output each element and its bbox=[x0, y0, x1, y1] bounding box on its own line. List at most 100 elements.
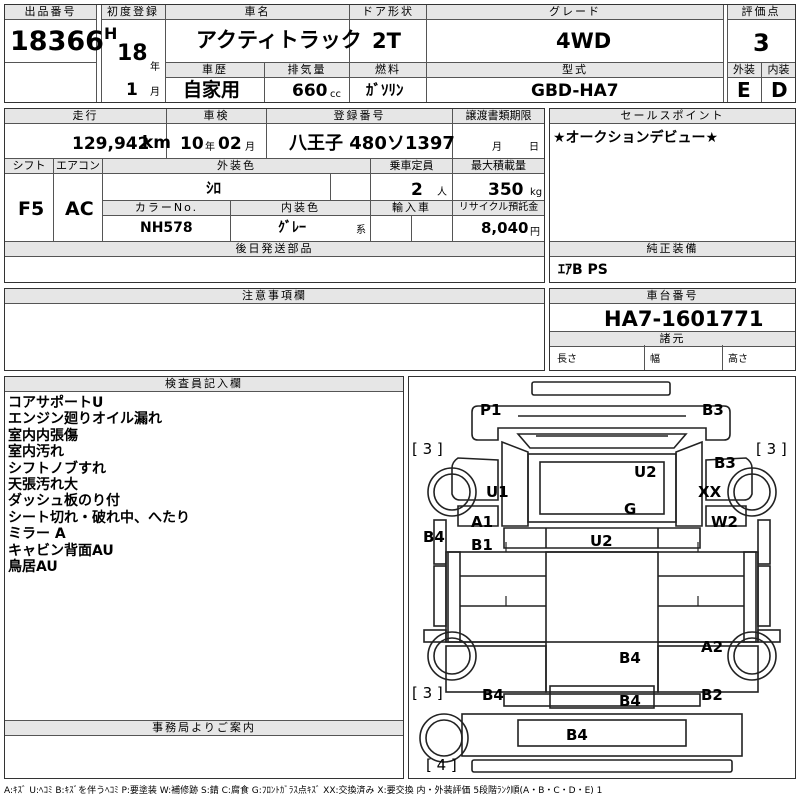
mark-b4-bottom: B4 bbox=[619, 692, 641, 710]
caution-label: 注意事項欄 bbox=[5, 289, 544, 304]
insp-month: 02 bbox=[218, 134, 242, 154]
wheel-front-left bbox=[427, 467, 477, 517]
mark-b3-top: B3 bbox=[702, 401, 724, 419]
mark-a2: A2 bbox=[701, 638, 724, 656]
capacity-label: 乗車定員 bbox=[371, 159, 452, 174]
recycle-unit: 円 bbox=[530, 227, 540, 238]
mark-b4-lower: B4 bbox=[482, 686, 504, 704]
grade-value: 4WD bbox=[556, 29, 612, 53]
chassis-label: 車台番号 bbox=[550, 289, 795, 304]
ext-value: E bbox=[737, 78, 751, 102]
transfer-day-unit: 日 bbox=[529, 142, 539, 153]
insp-year: 10 bbox=[180, 134, 204, 154]
spec-label: 諸元 bbox=[550, 331, 795, 347]
note-line: 鳥居AU bbox=[8, 559, 58, 576]
note-line: 天張汚れ大 bbox=[8, 477, 78, 494]
load-unit: kg bbox=[530, 187, 543, 198]
mark-bracket-bottom: [ 4 ] bbox=[426, 756, 457, 774]
capacity-value: 2 bbox=[411, 180, 423, 200]
color-no-value: NH578 bbox=[140, 220, 193, 236]
sales-label: セールスポイント bbox=[550, 109, 795, 124]
lot-number: 18366 bbox=[10, 26, 104, 57]
ac-value: AC bbox=[65, 198, 94, 220]
shift-value: F5 bbox=[18, 198, 45, 220]
mark-u2-mid: U2 bbox=[590, 532, 613, 550]
fuel-value: ｶﾞｿﾘﾝ bbox=[366, 81, 404, 99]
mark-a1: A1 bbox=[471, 513, 494, 531]
color-no-label: カラーNo. bbox=[103, 201, 230, 216]
capacity-unit: 人 bbox=[437, 187, 447, 198]
note-line: ダッシュ板のり付 bbox=[8, 493, 120, 510]
truck-diagram bbox=[419, 381, 781, 773]
door-label: ドア形状 bbox=[350, 5, 426, 20]
model-value: GBD-HA7 bbox=[531, 81, 619, 101]
spare-tire bbox=[419, 713, 469, 763]
plate-value: 八王子 480ソ1397 bbox=[289, 133, 455, 154]
inspector-label: 検査員記入欄 bbox=[5, 377, 403, 392]
reg-label: 初度登録 bbox=[101, 5, 165, 20]
mark-b3-right: B3 bbox=[714, 454, 736, 472]
int-value: D bbox=[771, 78, 788, 102]
load-value: 350 bbox=[488, 180, 524, 200]
mileage-unit: km bbox=[142, 133, 172, 153]
inspection-label: 車検 bbox=[167, 109, 266, 124]
model-label: 型式 bbox=[427, 63, 723, 78]
reg-month: 1 bbox=[126, 80, 138, 100]
note-line: ミラー A bbox=[8, 526, 66, 543]
mark-b4-center: B4 bbox=[619, 649, 641, 667]
header-panel bbox=[4, 4, 796, 103]
mark-u1: U1 bbox=[486, 483, 509, 501]
damage-diagram-panel bbox=[408, 376, 796, 779]
load-label: 最大積載量 bbox=[453, 159, 544, 174]
width-label: 幅 bbox=[650, 354, 660, 365]
ac-label: エアコン bbox=[54, 159, 102, 174]
mark-bracket-right: [ 3 ] bbox=[756, 440, 787, 458]
equip-value: ｴｱB PS bbox=[558, 262, 608, 278]
parts-label: 後日発送部品 bbox=[5, 242, 544, 257]
cc-unit: cc bbox=[330, 89, 341, 100]
note-line: キャビン背面AU bbox=[8, 542, 114, 559]
mark-bracket-bottom-left: [ 3 ] bbox=[412, 684, 443, 702]
cc-value: 660 bbox=[292, 81, 328, 101]
note-line: コアサポートU bbox=[8, 395, 104, 411]
car-name: アクティトラック bbox=[196, 28, 362, 52]
color-value: ｼﾛ bbox=[206, 179, 222, 197]
interior-value: ｸﾞﾚｰ bbox=[278, 220, 306, 236]
mark-bracket-left: [ 3 ] bbox=[412, 440, 443, 458]
chassis-number: HA7-1601771 bbox=[604, 307, 764, 331]
mark-b4-rear: B4 bbox=[566, 726, 588, 744]
mark-b2: B2 bbox=[701, 686, 723, 704]
height-label: 高さ bbox=[728, 354, 748, 365]
cc-label: 排気量 bbox=[265, 63, 349, 78]
interior-unit: 系 bbox=[356, 225, 366, 236]
score-label: 評価点 bbox=[727, 5, 795, 20]
transfer-month-unit: 月 bbox=[492, 142, 502, 153]
wheel-rear-right bbox=[727, 631, 777, 681]
insp-month-unit: 月 bbox=[245, 142, 255, 153]
note-line: エンジン廻りオイル漏れ bbox=[8, 411, 162, 428]
ext-label: 外装 bbox=[727, 63, 761, 78]
recycle-value: 8,040 bbox=[481, 219, 529, 237]
score-value: 3 bbox=[753, 29, 770, 57]
import-label: 輸入車 bbox=[371, 201, 452, 216]
name-label: 車名 bbox=[166, 5, 349, 20]
mark-b1: B1 bbox=[471, 536, 493, 554]
note-line: シート切れ・破れ中、へたり bbox=[8, 509, 190, 526]
history-label: 車歴 bbox=[166, 63, 264, 78]
door-type: 2T bbox=[372, 29, 401, 53]
legend-text: A:ｷｽﾞ U:ﾍｺﾐ B:ｷｽﾞを伴うﾍｺﾐ P:要塗装 W:補修跡 S:錆 … bbox=[4, 786, 603, 796]
fuel-label: 燃料 bbox=[350, 63, 426, 78]
mark-w2: W2 bbox=[711, 513, 738, 531]
mark-g: G bbox=[624, 500, 637, 518]
note-line: 室内汚れ bbox=[8, 444, 64, 461]
wheel-front-right bbox=[727, 467, 777, 517]
inspector-panel bbox=[4, 376, 404, 779]
grade-label: グレード bbox=[427, 5, 723, 20]
equip-label: 純正装備 bbox=[550, 242, 795, 257]
color-label: 外装色 bbox=[103, 159, 370, 174]
inspector-notes: コアサポートU エンジン廻りオイル漏れ 室内内張傷 室内汚れ シフトノブすれ 天… bbox=[8, 395, 190, 575]
mark-xx: XX bbox=[698, 483, 722, 501]
history-value: 自家用 bbox=[183, 79, 241, 101]
mark-b4-left: B4 bbox=[423, 528, 445, 546]
era-letter: H bbox=[104, 24, 118, 43]
